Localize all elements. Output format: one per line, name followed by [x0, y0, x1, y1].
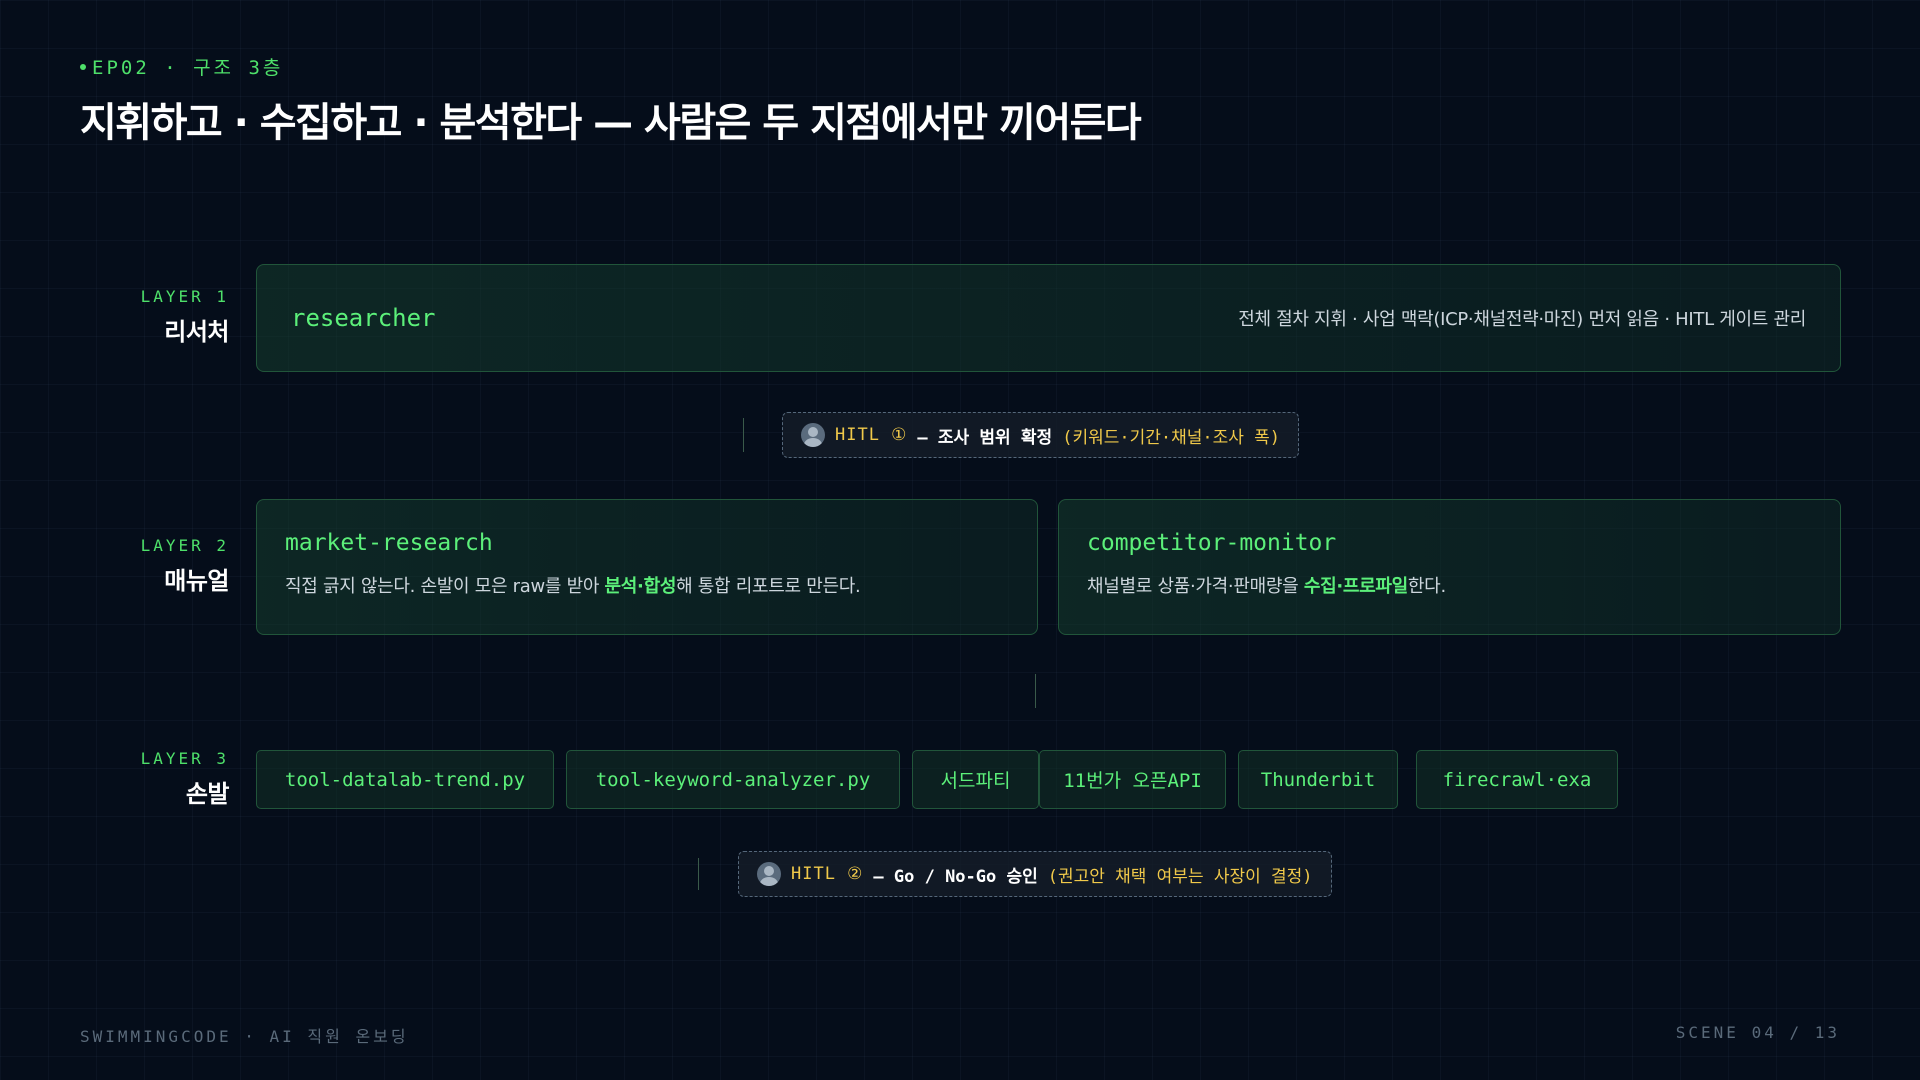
market-research-card: market-research 직접 긁지 않는다. 손발이 모은 raw를 받… [256, 499, 1038, 635]
layer-3-label: LAYER 3 손발 [140, 749, 230, 809]
hitl-2-text: — Go / No-Go 승인 [873, 866, 1038, 887]
competitor-monitor-name: competitor-monitor [1087, 530, 1337, 556]
person-icon [801, 423, 825, 447]
tool-chip: 서드파티 [912, 750, 1039, 809]
tool-chip: 11번가 오픈API [1039, 750, 1226, 809]
competitor-monitor-highlight: 수집·프로파일 [1303, 576, 1408, 597]
slide-title: 지휘하고 · 수집하고 · 분석한다 — 사람은 두 지점에서만 끼어든다 [80, 100, 1142, 146]
footer-brand: SWIMMINGCODE · AI 직원 온보딩 [80, 1027, 409, 1046]
market-research-name: market-research [285, 530, 493, 556]
layer-3-tag: LAYER 3 [140, 749, 229, 768]
connector-line [698, 858, 699, 890]
eyebrow-dot-icon [80, 63, 86, 70]
layer-1-name: 리서처 [164, 318, 229, 346]
hitl-1-note: (키워드·기간·채널·조사 폭) [1062, 427, 1281, 448]
researcher-card: researcher 전체 절차 지휘 · 사업 맥락(ICP·채널전략·마진)… [256, 264, 1841, 372]
tool-chip: tool-datalab-trend.py [256, 750, 554, 809]
hitl-2-note: (권고안 채택 여부는 사장이 결정) [1047, 866, 1313, 887]
market-research-highlight: 분석·합성 [604, 576, 677, 597]
person-icon [757, 862, 781, 886]
tool-chip: Thunderbit [1238, 750, 1398, 809]
hitl-1-code: HITL ① [835, 425, 908, 445]
tool-chip: tool-keyword-analyzer.py [566, 750, 900, 809]
competitor-monitor-desc: 채널별로 상품·가격·판매량을 수집·프로파일한다. [1087, 572, 1812, 598]
researcher-name: researcher [291, 304, 436, 332]
competitor-monitor-card: competitor-monitor 채널별로 상품·가격·판매량을 수집·프로… [1058, 499, 1841, 635]
layer-1-label: LAYER 1 리서처 [140, 287, 230, 347]
hitl-1-text: — 조사 범위 확정 [917, 427, 1053, 448]
eyebrow-text: EP02 · 구조 3층 [92, 57, 284, 79]
market-research-desc-text: 직접 긁지 않는다. 손발이 모은 raw를 받아 [285, 576, 605, 597]
hitl-2-code: HITL ② [791, 864, 864, 884]
market-research-desc-tail: 해 통합 리포트로 만든다. [676, 576, 861, 597]
episode-eyebrow: EP02 · 구조 3층 [80, 53, 283, 80]
competitor-monitor-desc-tail: 한다. [1407, 576, 1446, 597]
market-research-desc: 직접 긁지 않는다. 손발이 모은 raw를 받아 분석·합성해 통합 리포트로… [285, 572, 1009, 598]
connector-line [743, 418, 744, 452]
researcher-desc: 전체 절차 지휘 · 사업 맥락(ICP·채널전략·마진) 먼저 읽음 · HI… [1238, 309, 1806, 330]
hitl-2-badge: HITL ② — Go / No-Go 승인 (권고안 채택 여부는 사장이 결… [738, 851, 1332, 897]
layer-2-label: LAYER 2 매뉴얼 [140, 536, 230, 596]
connector-line [1035, 674, 1036, 708]
competitor-monitor-desc-text: 채널별로 상품·가격·판매량을 [1087, 576, 1304, 597]
layer-2-tag: LAYER 2 [140, 536, 229, 555]
scene-counter: SCENE 04 / 13 [1675, 1023, 1840, 1042]
layer-2-name: 매뉴얼 [164, 567, 229, 595]
tool-chip: firecrawl·exa [1416, 750, 1618, 809]
hitl-1-badge: HITL ① — 조사 범위 확정 (키워드·기간·채널·조사 폭) [782, 412, 1300, 458]
layer-3-name: 손발 [185, 780, 230, 808]
layer-1-tag: LAYER 1 [140, 287, 229, 306]
